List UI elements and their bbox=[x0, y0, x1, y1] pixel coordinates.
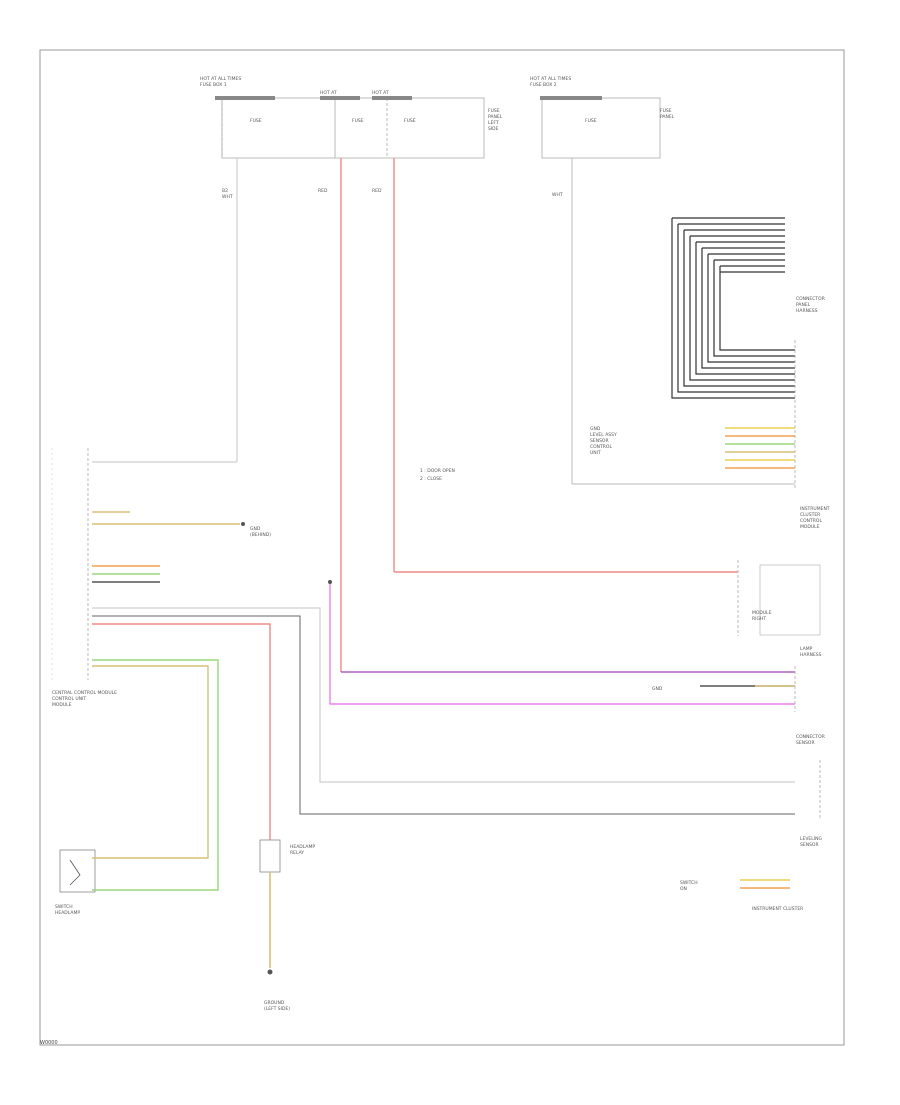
svg-text:WHT: WHT bbox=[552, 192, 563, 198]
svg-text:HEADLAMP: HEADLAMP bbox=[290, 844, 315, 850]
fuse-box-right: HOT AT ALL TIMES FUSE BOX 2 FUSE FUSE PA… bbox=[530, 76, 675, 159]
svg-text:UNIT: UNIT bbox=[590, 450, 601, 456]
svg-text:MODULE: MODULE bbox=[800, 524, 820, 530]
svg-text:FUSE BOX 1: FUSE BOX 1 bbox=[200, 82, 227, 88]
fuse-box-right-title: HOT AT ALL TIMES bbox=[530, 76, 571, 82]
svg-text:CONNECTOR: CONNECTOR bbox=[796, 296, 825, 302]
svg-text:SENSOR: SENSOR bbox=[590, 438, 609, 444]
svg-text:INSTRUMENT: INSTRUMENT bbox=[800, 506, 830, 512]
central-module-label: CENTRAL CONTROL MODULE bbox=[52, 690, 117, 696]
svg-text:HEADLAMP: HEADLAMP bbox=[55, 910, 80, 916]
wires-module-left: GND (BEHIND) bbox=[92, 511, 271, 583]
wires-right-lamp: GND bbox=[652, 685, 795, 692]
pin-legend-1: 1 : DOOR OPEN bbox=[420, 468, 455, 474]
fuse-box-left: HOT AT ALL TIMES FUSE BOX 1 HOT AT HOT A… bbox=[200, 76, 503, 159]
svg-text:LEFT: LEFT bbox=[488, 120, 499, 126]
svg-text:MODULE: MODULE bbox=[52, 702, 72, 708]
svg-text:FUSE: FUSE bbox=[404, 118, 416, 124]
connector-right-lower: CONNECTOR SENSOR LEVELING SENSOR bbox=[796, 734, 825, 848]
wire-red-fuse-mid: RED bbox=[318, 158, 342, 672]
svg-text:RED: RED bbox=[318, 188, 328, 194]
svg-text:FUSE: FUSE bbox=[352, 118, 364, 124]
svg-text:ON: ON bbox=[680, 886, 687, 892]
svg-text:PANEL: PANEL bbox=[660, 114, 675, 120]
svg-text:LEVEL ASSY: LEVEL ASSY bbox=[590, 432, 617, 438]
pin-legend-2: 2 : CLOSE bbox=[420, 476, 442, 482]
svg-text:FUSE: FUSE bbox=[250, 118, 262, 124]
svg-text:HARNESS: HARNESS bbox=[796, 308, 818, 314]
wire-red-switch bbox=[92, 623, 271, 840]
svg-text:CLUSTER: CLUSTER bbox=[800, 512, 820, 518]
svg-text:GND: GND bbox=[652, 686, 663, 692]
svg-text:SENSOR: SENSOR bbox=[800, 842, 819, 848]
svg-text:RED: RED bbox=[372, 188, 382, 194]
wires-switch bbox=[92, 659, 219, 891]
svg-text:FUSE: FUSE bbox=[660, 108, 672, 114]
svg-text:(LEFT SIDE): (LEFT SIDE) bbox=[264, 1006, 290, 1012]
diagram-code: W0000 bbox=[40, 1040, 58, 1046]
svg-text:CONTROL: CONTROL bbox=[800, 518, 822, 524]
relay-box: HEADLAMP RELAY GROUND (LEFT SIDE) bbox=[259, 839, 315, 1012]
svg-text:HOT AT: HOT AT bbox=[372, 90, 389, 96]
module-right-label: MODULE bbox=[752, 610, 772, 616]
svg-text:CONTROL UNIT: CONTROL UNIT bbox=[52, 696, 86, 702]
wire-gray-fuse-box-right: WHT bbox=[552, 158, 795, 485]
switch-box: SWITCH HEADLAMP bbox=[55, 849, 96, 916]
svg-text:LEVELING: LEVELING bbox=[800, 836, 822, 842]
svg-text:FUSE: FUSE bbox=[585, 118, 597, 124]
svg-text:GND: GND bbox=[590, 426, 601, 432]
svg-text:SWITCH: SWITCH bbox=[680, 880, 698, 886]
wire-gray-fuse-left: B2 WHT bbox=[92, 158, 238, 463]
connector-right-upper: CONNECTOR PANEL HARNESS INSTRUMENT CLUST… bbox=[794, 296, 830, 530]
svg-text:SENSOR: SENSOR bbox=[796, 740, 815, 746]
svg-text:PANEL: PANEL bbox=[488, 114, 503, 120]
svg-text:HARNESS: HARNESS bbox=[800, 652, 822, 658]
svg-text:SIDE: SIDE bbox=[488, 126, 499, 132]
svg-text:GND: GND bbox=[250, 526, 261, 532]
wire-bundle-right bbox=[671, 217, 795, 399]
svg-text:B2: B2 bbox=[222, 188, 228, 194]
wire-red-fuse-right: RED bbox=[372, 158, 738, 573]
cluster-label: INSTRUMENT CLUSTER bbox=[752, 906, 803, 912]
svg-text:PANEL: PANEL bbox=[796, 302, 811, 308]
svg-text:FUSE: FUSE bbox=[488, 108, 500, 114]
switch-label: SWITCH bbox=[55, 904, 73, 910]
diagram-frame bbox=[39, 49, 845, 1046]
svg-text:RELAY: RELAY bbox=[290, 850, 304, 856]
wire-gray-long bbox=[92, 607, 795, 783]
fuse-box-left-title: HOT AT ALL TIMES bbox=[200, 76, 241, 82]
wire-black-long bbox=[92, 615, 795, 815]
svg-text:RIGHT: RIGHT bbox=[752, 616, 766, 622]
pin-legend: 1 : DOOR OPEN 2 : CLOSE bbox=[420, 468, 455, 482]
svg-text:CONNECTOR: CONNECTOR bbox=[796, 734, 825, 740]
svg-text:(BEHIND): (BEHIND) bbox=[250, 532, 271, 538]
svg-text:HOT AT: HOT AT bbox=[320, 90, 337, 96]
ground-label: GROUND bbox=[264, 1000, 285, 1006]
wires-colored-right: GND LEVEL ASSY SENSOR CONTROL UNIT bbox=[590, 426, 795, 469]
svg-text:WHT: WHT bbox=[222, 194, 233, 200]
connector-right-mid: MODULE RIGHT LAMP HARNESS bbox=[737, 560, 822, 712]
svg-text:LAMP: LAMP bbox=[800, 646, 813, 652]
svg-text:FUSE BOX 2: FUSE BOX 2 bbox=[530, 82, 557, 88]
central-control-module: CENTRAL CONTROL MODULE CONTROL UNIT MODU… bbox=[51, 448, 117, 708]
cluster-wires: SWITCH ON INSTRUMENT CLUSTER bbox=[680, 879, 803, 912]
svg-text:CONTROL: CONTROL bbox=[590, 444, 612, 450]
wire-pink-lower bbox=[328, 580, 795, 705]
